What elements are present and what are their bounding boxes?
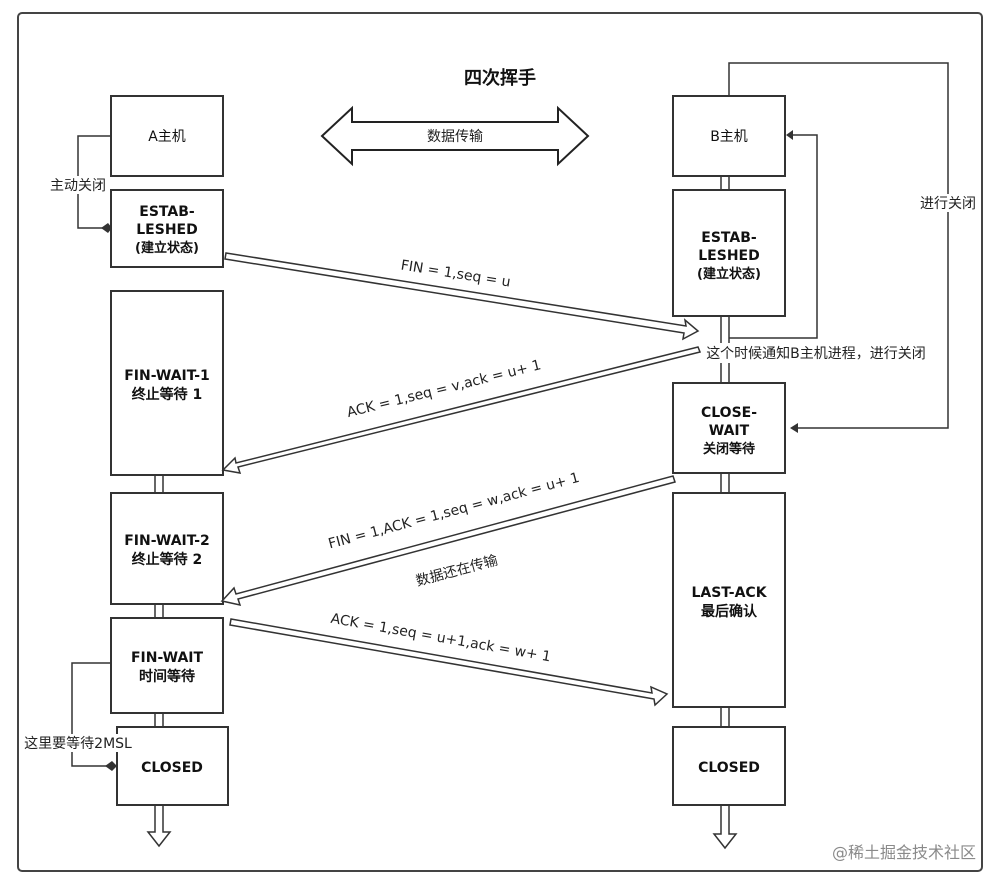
b-estab-line3: (建立状态)	[697, 266, 761, 282]
a-state-closed: CLOSED	[116, 726, 229, 806]
a-estab-line1: ESTAB-	[139, 204, 195, 220]
b-cw-line1: CLOSE-	[701, 405, 757, 421]
passive-close-connector: 进行关闭	[728, 62, 980, 433]
notify-b-label: 这个时候通知B主机进程，进行关闭	[706, 345, 926, 362]
a-state-time-wait: FIN-WAIT 时间等待	[110, 617, 224, 714]
data-transfer-arrow: 数据传输	[320, 105, 590, 167]
a-fw1-line2: 终止等待 1	[132, 386, 203, 403]
diagram-title: 四次挥手	[464, 67, 536, 89]
message-4-arrow: ACK = 1,seq = u+1,ack = w+ 1	[229, 611, 669, 707]
wait-2msl-label: 这里要等待2MSL	[24, 735, 132, 752]
passive-close-label: 进行关闭	[920, 196, 976, 212]
notify-b-connector	[729, 130, 818, 339]
active-close-arrowhead	[101, 223, 112, 233]
a-fw2-line2: 终止等待 2	[132, 551, 203, 568]
data-transfer-label: 数据传输	[427, 129, 483, 145]
outer-frame	[17, 12, 983, 872]
notify-b-arrowhead	[786, 130, 793, 140]
a-tw-line1: FIN-WAIT	[131, 650, 204, 666]
message-1-arrow: FIN = 1,seq = u	[224, 252, 700, 341]
wait-2msl-connector: 这里要等待2MSL	[22, 662, 134, 771]
b-cw-line2: WAIT	[709, 423, 750, 439]
passive-close-arrowhead	[790, 423, 798, 433]
active-close-label: 主动关闭	[50, 178, 106, 194]
b-la-line2: 最后确认	[701, 603, 758, 620]
a-state-fin-wait-2: FIN-WAIT-2 终止等待 2	[110, 492, 224, 605]
b-cw-line3: 关闭等待	[703, 441, 755, 457]
b-estab-line2: LESHED	[698, 248, 759, 264]
a-state-fin-wait-1: FIN-WAIT-1 终止等待 1	[110, 290, 224, 476]
b-host-box: B主机	[672, 95, 786, 177]
a-host-label: A主机	[148, 129, 186, 145]
a-estab-line2: LESHED	[136, 222, 197, 238]
watermark: @稀土掘金技术社区	[832, 843, 976, 862]
b-host-label: B主机	[710, 129, 748, 145]
b-state-close-wait: CLOSE- WAIT 关闭等待	[672, 382, 786, 474]
a-fw1-line1: FIN-WAIT-1	[124, 368, 210, 384]
a-end-arrow	[146, 804, 172, 848]
b-estab-line1: ESTAB-	[701, 230, 757, 246]
message-2-arrow: ACK = 1,seq = v,ack = u+ 1	[221, 346, 702, 474]
a-tw-line2: 时间等待	[139, 668, 195, 685]
a-fw2-line1: FIN-WAIT-2	[124, 533, 210, 549]
wait-2msl-arrowhead	[105, 761, 117, 771]
a-estab-line3: (建立状态)	[135, 240, 199, 256]
b-end-arrow	[712, 804, 738, 850]
b-closed-label: CLOSED	[698, 760, 760, 776]
active-close-connector: 主动关闭	[45, 135, 112, 233]
a-host-box: A主机	[110, 95, 224, 177]
b-state-closed: CLOSED	[672, 726, 786, 806]
message-3-arrow: FIN = 1,ACK = 1,seq = w,ack = u+ 1 数据还在传…	[220, 470, 676, 607]
b-state-estab: ESTAB- LESHED (建立状态)	[672, 189, 786, 317]
a-closed-label: CLOSED	[141, 760, 203, 776]
b-la-line1: LAST-ACK	[691, 585, 767, 601]
still-transfer-label: 数据还在传输	[414, 553, 499, 590]
b-state-last-ack: LAST-ACK 最后确认	[672, 492, 786, 708]
a-state-estab: ESTAB- LESHED (建立状态)	[110, 189, 224, 268]
